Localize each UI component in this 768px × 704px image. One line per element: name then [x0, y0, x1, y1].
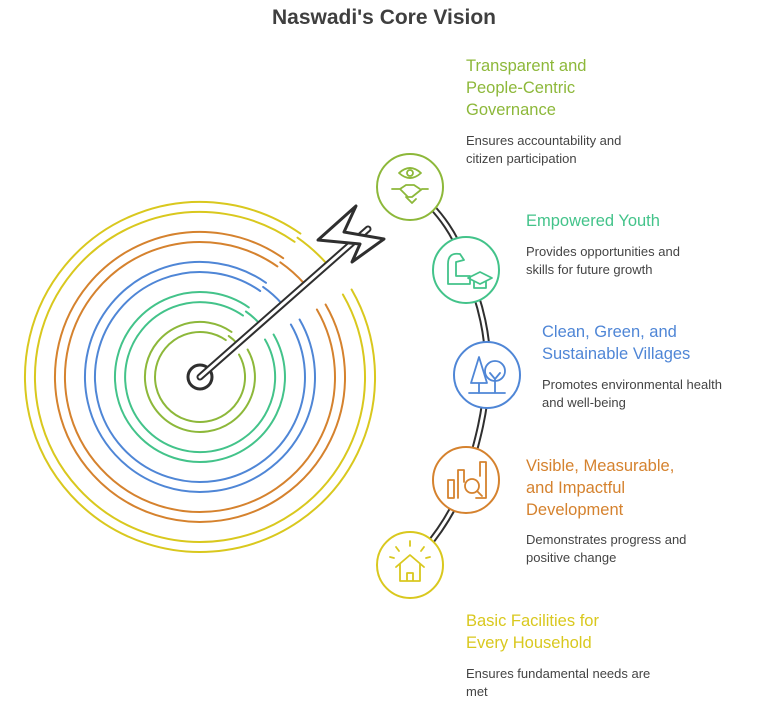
item-title-governance: Transparent and People-Centric Governanc… [466, 57, 587, 119]
target-ring [24, 200, 376, 553]
target-ring [124, 301, 277, 454]
trees-icon [453, 341, 521, 409]
target-ring-segment [244, 310, 261, 325]
target-ring [143, 321, 256, 433]
target-ring [154, 330, 246, 423]
page-title: Naswadi's Core Vision [271, 6, 497, 29]
target-ring [64, 241, 336, 513]
item-desc-development: Demonstrates progress and positive chang… [526, 532, 687, 565]
arrow [196, 204, 386, 381]
timeline-nodes [376, 153, 521, 599]
target-ring [54, 230, 346, 523]
item-title-development: Visible, Measurable, and Impactful Devel… [526, 457, 675, 519]
target-ring [113, 290, 286, 463]
target-ring [84, 260, 316, 493]
eye-handshake-icon [376, 153, 444, 221]
target-ring [93, 271, 306, 483]
item-title-villages: Clean, Green, and Sustainable Villages [542, 323, 691, 363]
item-title-facilities: Basic Facilities for Every Household [466, 612, 599, 652]
target-rings [24, 200, 376, 553]
arrow-fletching [316, 204, 386, 264]
target-ring [33, 211, 366, 543]
chart-magnifier-icon [432, 446, 500, 514]
item-desc-youth: Provides opportunities and skills for fu… [526, 244, 680, 277]
target-ring-segment [262, 285, 283, 305]
house-icon [376, 531, 444, 599]
item-desc-villages: Promotes environmental health and well-b… [542, 377, 722, 410]
target-ring-segment [279, 261, 305, 285]
item-desc-facilities: Ensures fundamental needs are met [466, 666, 651, 699]
item-title-youth: Empowered Youth [526, 212, 660, 230]
item-desc-governance: Ensures accountability and citizen parti… [466, 133, 622, 166]
arm-graduation-cap-icon [432, 236, 500, 304]
